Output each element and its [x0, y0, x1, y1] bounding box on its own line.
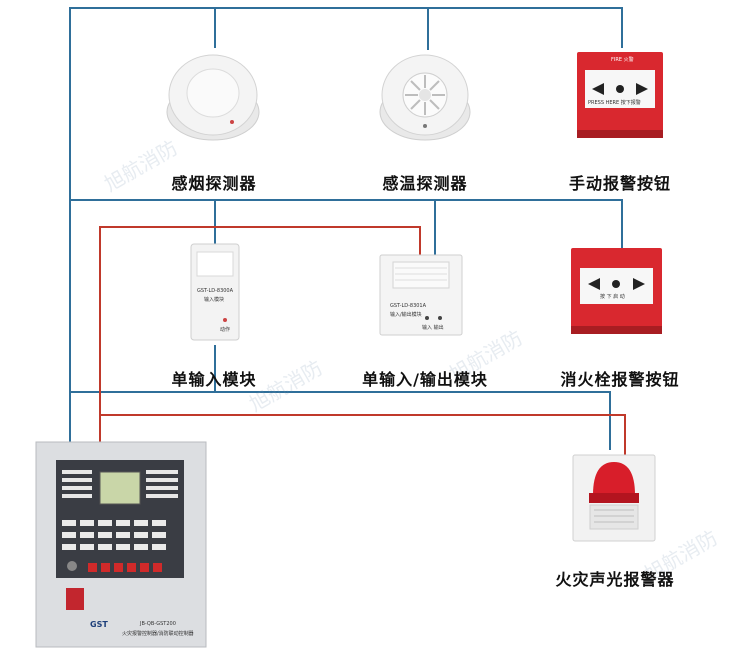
single-input-module-icon	[190, 243, 240, 341]
module2-model-text: GST-LD-8301A	[390, 303, 427, 309]
module2-leds-text: 输入 输出	[422, 325, 444, 331]
label-sound-light-alarm: 火灾声光报警器	[555, 570, 675, 589]
manual-call-point-icon	[577, 52, 663, 138]
label-hydrant-button: 消火栓报警按钮	[560, 370, 680, 389]
module2-name-text: 输入/输出模块	[390, 312, 422, 318]
smoke-detector-icon	[166, 54, 260, 141]
hydrant-press-text: 按 下 启 动	[600, 294, 625, 300]
input-output-module-icon	[379, 254, 463, 336]
sound-light-alarm-icon	[572, 454, 656, 542]
module1-led-text: 动作	[220, 327, 231, 333]
red-wiring	[99, 226, 626, 455]
label-smoke-detector: 感烟探测器	[171, 174, 257, 193]
panel-brand-text: GST	[90, 620, 108, 629]
label-manual-call-point: 手动报警按钮	[568, 174, 672, 193]
hydrant-alarm-button-icon	[571, 248, 662, 334]
mcp-fire-text: FIRE 火警	[611, 57, 634, 63]
module1-model-text: GST-LD-8300A	[197, 288, 234, 294]
heat-detector-icon	[379, 54, 471, 141]
panel-model-text: JB-QB-GST200	[140, 621, 176, 627]
label-input-output-module: 单输入/输出模块	[362, 370, 488, 389]
label-heat-detector: 感温探测器	[382, 174, 468, 193]
panel-desc-text: 火灾报警控制器/消防联动控制器	[122, 631, 194, 637]
fire-alarm-control-panel	[35, 441, 207, 648]
mcp-press-text: PRESS HERE 按下报警	[588, 100, 641, 106]
blue-wiring	[69, 7, 623, 450]
label-single-input-module: 单输入模块	[171, 370, 257, 389]
module1-name-text: 输入模块	[204, 297, 225, 303]
